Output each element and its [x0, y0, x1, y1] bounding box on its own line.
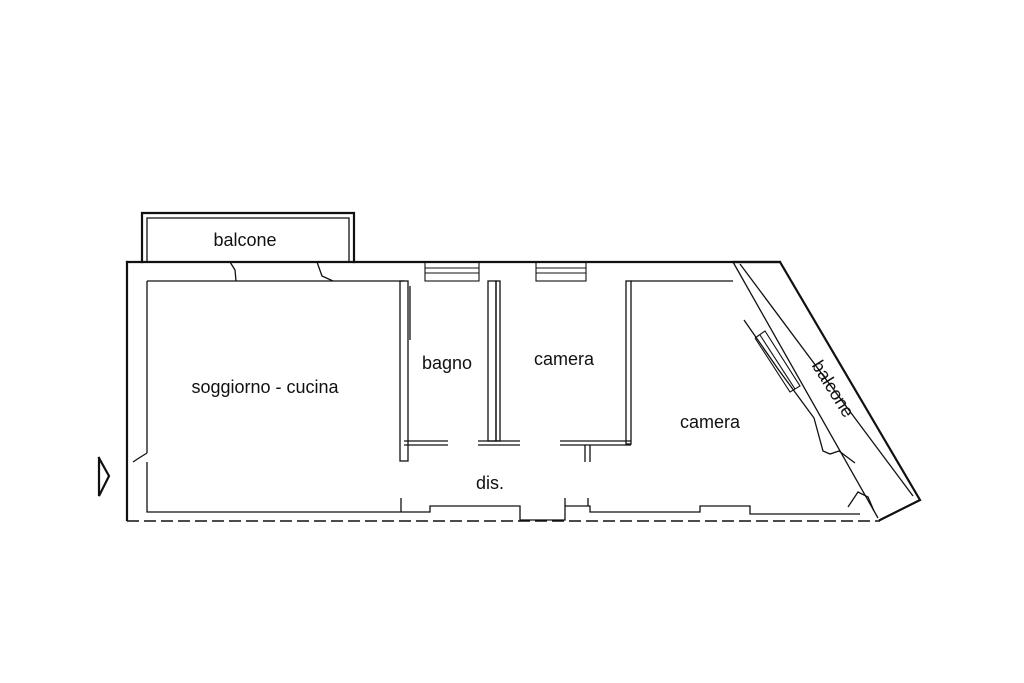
room-label-dis: dis.: [476, 473, 504, 493]
room-label-balcone-side: balcone: [808, 357, 858, 421]
room-label-bagno: bagno: [422, 353, 472, 373]
room-label-balcone-top: balcone: [213, 230, 276, 250]
room-label-camera-large: camera: [680, 412, 741, 432]
windows: [424, 261, 856, 464]
room-label-soggiorno-cucina: soggiorno - cucina: [191, 377, 339, 397]
top-balcony: [140, 211, 356, 264]
interior-walls: [399, 280, 733, 512]
entrance-marker: [97, 456, 111, 497]
room-label-camera-small: camera: [534, 349, 595, 369]
